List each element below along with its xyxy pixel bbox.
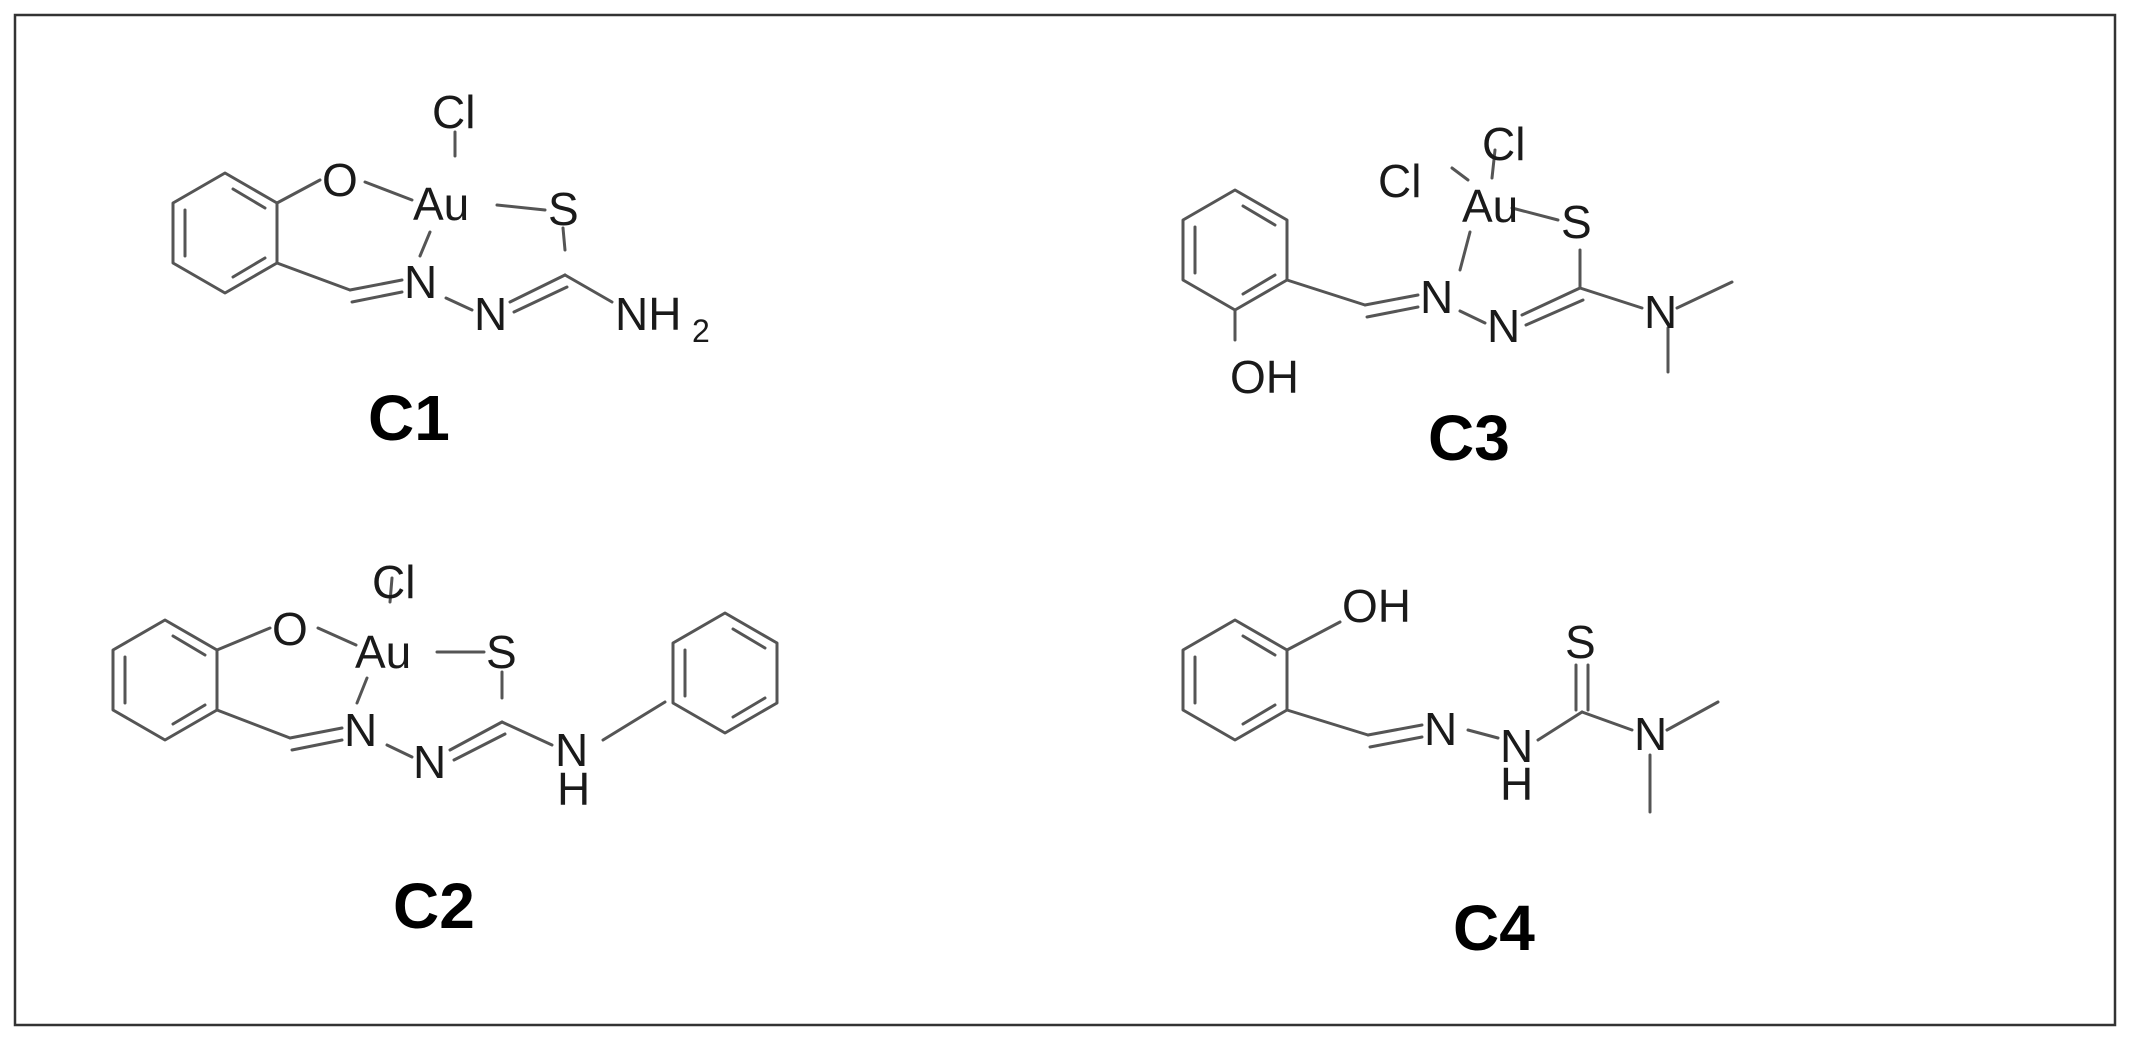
bond xyxy=(1285,708,1370,737)
atom-label: N xyxy=(1420,271,1453,323)
atom-label: N xyxy=(1634,708,1667,760)
aromatic-bond xyxy=(731,696,767,719)
bond xyxy=(355,676,369,705)
atom-label: S xyxy=(548,183,579,235)
atom-label: N xyxy=(1487,300,1520,352)
bond xyxy=(448,720,504,752)
bond xyxy=(512,285,569,314)
atom-label: N xyxy=(413,736,446,788)
atom-label: H xyxy=(557,763,590,815)
bond xyxy=(563,273,614,304)
aromatic-bond xyxy=(171,634,207,657)
bond xyxy=(275,178,322,205)
bond xyxy=(452,732,507,762)
atom-label: Au xyxy=(1462,180,1518,232)
bond xyxy=(1450,166,1470,182)
bond xyxy=(1363,293,1420,307)
atom-label: S xyxy=(1561,196,1592,248)
bond xyxy=(215,626,272,652)
bond xyxy=(1580,710,1634,732)
bond xyxy=(1665,700,1720,732)
aromatic-bond xyxy=(171,703,207,726)
atom-label: Cl xyxy=(1482,118,1525,170)
atom-label: N xyxy=(474,288,507,340)
compound-label: C2 xyxy=(393,870,475,942)
bond xyxy=(288,726,344,740)
bond xyxy=(1458,309,1487,325)
phenyl-ring xyxy=(671,611,779,735)
bond xyxy=(1368,735,1424,749)
bond xyxy=(388,576,394,604)
bond xyxy=(601,700,667,742)
atom-label: O xyxy=(272,603,308,655)
aromatic-bond xyxy=(1241,273,1277,296)
atom-label: S xyxy=(1565,616,1596,668)
bond xyxy=(508,273,567,304)
aromatic-bond xyxy=(1241,634,1277,657)
compound-label: C3 xyxy=(1428,402,1510,474)
aromatic-bond xyxy=(231,256,267,279)
aromatic-bond xyxy=(731,627,767,650)
compound-c4: OH S N N H N C4 xyxy=(1181,580,1720,964)
bond xyxy=(1466,728,1500,740)
bond xyxy=(418,230,432,258)
bond xyxy=(1536,710,1584,742)
bond xyxy=(1490,148,1497,180)
compound-c1: O Cl Au S N N NH 2 C1 xyxy=(171,86,710,454)
bond xyxy=(1458,230,1472,272)
compound-c2: O Cl Au S N N N H C2 xyxy=(111,556,779,942)
atom-label: Cl xyxy=(1378,155,1421,207)
bond xyxy=(275,261,352,292)
atom-label: H xyxy=(1500,758,1533,810)
bond xyxy=(1578,286,1644,310)
bond xyxy=(1285,278,1367,307)
compound-label: C4 xyxy=(1453,892,1535,964)
bond xyxy=(1366,723,1424,737)
compound-c3: Cl Cl Au S N N N OH C3 xyxy=(1181,118,1734,474)
atom-label: N xyxy=(1424,703,1457,755)
bond xyxy=(215,708,292,740)
atom-label: N xyxy=(1644,286,1677,338)
atom-label: OH xyxy=(1342,580,1411,632)
bond xyxy=(1675,280,1734,310)
bond xyxy=(444,296,474,312)
bond xyxy=(1524,298,1585,327)
atom-label: Cl xyxy=(432,86,475,138)
compound-label: C1 xyxy=(368,382,450,454)
bond xyxy=(495,203,547,212)
bond xyxy=(316,626,358,647)
aromatic-bond xyxy=(231,187,267,210)
bond xyxy=(1510,206,1560,222)
atom-label: S xyxy=(486,626,517,678)
bond xyxy=(1285,620,1342,652)
atom-subscript: 2 xyxy=(692,313,710,349)
atom-label: N xyxy=(404,256,437,308)
bond xyxy=(350,290,404,304)
atom-label: Au xyxy=(413,178,469,230)
atom-label: N xyxy=(555,724,588,776)
atom-label: NH xyxy=(615,288,681,340)
bond xyxy=(1520,286,1582,317)
aromatic-bond xyxy=(1241,204,1277,227)
bond xyxy=(561,226,567,252)
atom-label: Cl xyxy=(372,556,415,608)
bond xyxy=(385,743,414,759)
bond xyxy=(363,180,414,202)
atom-label: O xyxy=(322,154,358,206)
bond xyxy=(290,738,344,752)
atom-label: OH xyxy=(1230,351,1299,403)
aromatic-bond xyxy=(1241,703,1277,726)
bond xyxy=(348,278,404,292)
atom-label: N xyxy=(1500,720,1533,772)
atom-label: Au xyxy=(355,626,411,678)
atom-label: N xyxy=(344,704,377,756)
bond xyxy=(1365,305,1420,319)
bond xyxy=(500,720,554,747)
